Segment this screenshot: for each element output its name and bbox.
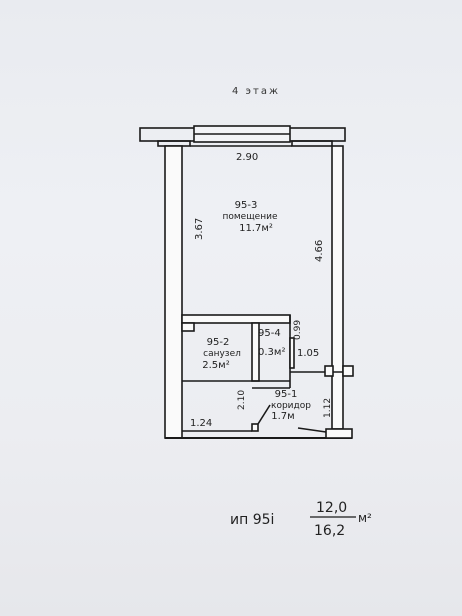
area-summary: ип 95і 12,0 16,2 м² [230, 500, 372, 539]
room-name: санузел [203, 349, 241, 359]
dim-small-room-width: 1.05 [297, 348, 319, 359]
room-area: 0.3м² [258, 347, 285, 358]
dim-top-width: 2.90 [236, 152, 258, 163]
room-95-1: 95-1 коридор 1.7м [271, 389, 311, 422]
dim-corridor-height: 1.12 [323, 398, 333, 418]
room-id: 95-2 [207, 337, 230, 348]
summary-denominator: 16,2 [314, 523, 345, 539]
summary-label: ип 95і [230, 512, 274, 528]
corridor-stub [297, 427, 327, 433]
door-jamb [251, 423, 259, 432]
dim-right-height: 4.66 [314, 240, 325, 262]
room-area: 11.7м² [239, 223, 273, 234]
room-id: 95-3 [235, 200, 258, 211]
bath-top-partition [181, 314, 291, 324]
dim-left-height: 3.67 [194, 218, 205, 240]
bottom-right-stub [325, 428, 353, 439]
room-area: 1.7м [271, 411, 294, 422]
room-name: коридор [271, 401, 311, 411]
room-name: помещение [222, 212, 277, 222]
room-95-3: 95-3 помещение 11.7м² [222, 200, 277, 234]
room-95-2: 95-2 санузел 2.5м² [202, 337, 241, 371]
closet-door-jamb [289, 337, 295, 369]
left-wall [164, 145, 183, 439]
dim-bottom-width: 1.24 [190, 418, 212, 429]
bath-top-step [181, 322, 195, 332]
right-wall-outer-notch [342, 365, 354, 377]
top-right-lintel [291, 140, 333, 147]
dim-bath-height: 2.10 [237, 390, 247, 410]
walls [139, 125, 354, 439]
floor-label: 4 этаж [232, 86, 280, 97]
summary-unit: м² [358, 511, 372, 525]
right-wall-notch [324, 365, 334, 377]
room-area: 2.5м² [202, 360, 229, 371]
dim-small-room-height: 0.99 [293, 320, 303, 340]
room-id: 95-4 [258, 328, 281, 339]
summary-numerator: 12,0 [316, 500, 347, 516]
room-95-4: 95-4 0.3м² [258, 328, 285, 358]
right-wall [331, 145, 344, 430]
door-swing [257, 404, 271, 425]
room-id: 95-1 [275, 389, 298, 400]
